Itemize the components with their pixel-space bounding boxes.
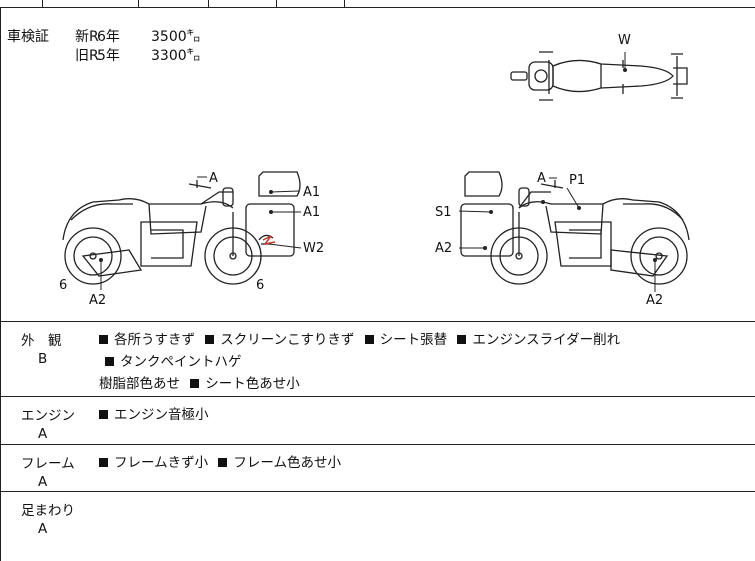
mark-left-a: A: [209, 171, 218, 186]
note-item: タンクペイントハゲ: [99, 354, 242, 370]
note-item: 樹脂部色あせ: [99, 376, 180, 392]
mark-left-6-rear: 6: [256, 278, 264, 293]
mark-right-a2-front: A2: [435, 241, 452, 256]
square-bullet-icon: [105, 357, 114, 366]
section-frame: フレーム A フレームきず小 フレーム色あせ小: [0, 444, 755, 492]
left-view-bike: [62, 171, 301, 285]
damage-scratch-mark: [262, 235, 276, 246]
section-exterior: 外 観 B 各所うすきず スクリーンこすりきず シート張替 エンジンスライダー削…: [0, 321, 755, 397]
square-bullet-icon: [364, 335, 374, 344]
mark-left-a2: A2: [89, 293, 106, 308]
note-item: スクリーンこすりきず: [199, 332, 354, 348]
section-grade: A: [38, 521, 48, 537]
marker-leaders: [100, 52, 656, 292]
section-title: 外 観: [21, 333, 62, 349]
square-bullet-icon: [190, 379, 200, 388]
section-grade: B: [38, 351, 48, 367]
note-item: シート張替: [359, 332, 447, 348]
mark-right-s1: S1: [435, 205, 452, 220]
square-bullet-icon: [99, 335, 108, 344]
motorcycle-diagrams: W A A1 A1 W2 6 A2 6 A P1 S1 A2 A2: [59, 33, 690, 308]
note-item: 各所うすきず: [99, 332, 195, 348]
note-item: エンジンスライダー削れ: [451, 332, 620, 348]
section-grade: A: [38, 426, 48, 442]
note-item: フレームきず小: [99, 455, 208, 471]
square-bullet-icon: [99, 410, 108, 419]
mark-right-a2-rear: A2: [646, 293, 663, 308]
square-bullet-icon: [457, 335, 467, 344]
square-bullet-icon: [99, 458, 108, 467]
mark-left-a1-lower: A1: [303, 205, 320, 220]
section-title: フレーム: [21, 456, 75, 472]
section-notes: フレームきず小 フレーム色あせ小: [99, 452, 754, 474]
square-bullet-icon: [205, 335, 215, 344]
inspection-km: 3300㌔: [151, 48, 201, 64]
right-view-bike: [460, 171, 690, 285]
top-view-bike: [510, 51, 688, 101]
mark-right-a: A: [537, 171, 546, 186]
inspection-km: 3500㌔: [151, 29, 201, 45]
note-item: エンジン音極小: [99, 407, 209, 423]
mark-top-w: W: [618, 33, 631, 48]
mark-left-6-front: 6: [59, 278, 67, 293]
section-grade: A: [38, 474, 48, 490]
mark-right-p1: P1: [569, 173, 585, 188]
inspection-year: 6年: [97, 29, 120, 45]
inspection-year: 5年: [97, 48, 120, 64]
mark-left-a1-upper: A1: [303, 185, 320, 200]
mark-left-w2: W2: [303, 241, 324, 256]
top-header-strip: [0, 0, 755, 8]
inspection-label: 車検証: [7, 29, 49, 45]
square-bullet-icon: [218, 458, 228, 467]
damage-points: [99, 68, 657, 262]
section-suspension: 足まわり A: [0, 491, 755, 561]
note-item: フレーム色あせ小: [212, 455, 341, 471]
section-notes: エンジン音極小: [99, 404, 754, 426]
section-notes: 各所うすきず スクリーンこすりきず シート張替 エンジンスライダー削れ タンクペ…: [99, 329, 754, 395]
section-title: 足まわり: [21, 503, 75, 519]
note-item: シート色あせ小: [184, 376, 300, 392]
section-engine: エンジン A エンジン音極小: [0, 396, 755, 445]
section-title: エンジン: [21, 408, 75, 424]
